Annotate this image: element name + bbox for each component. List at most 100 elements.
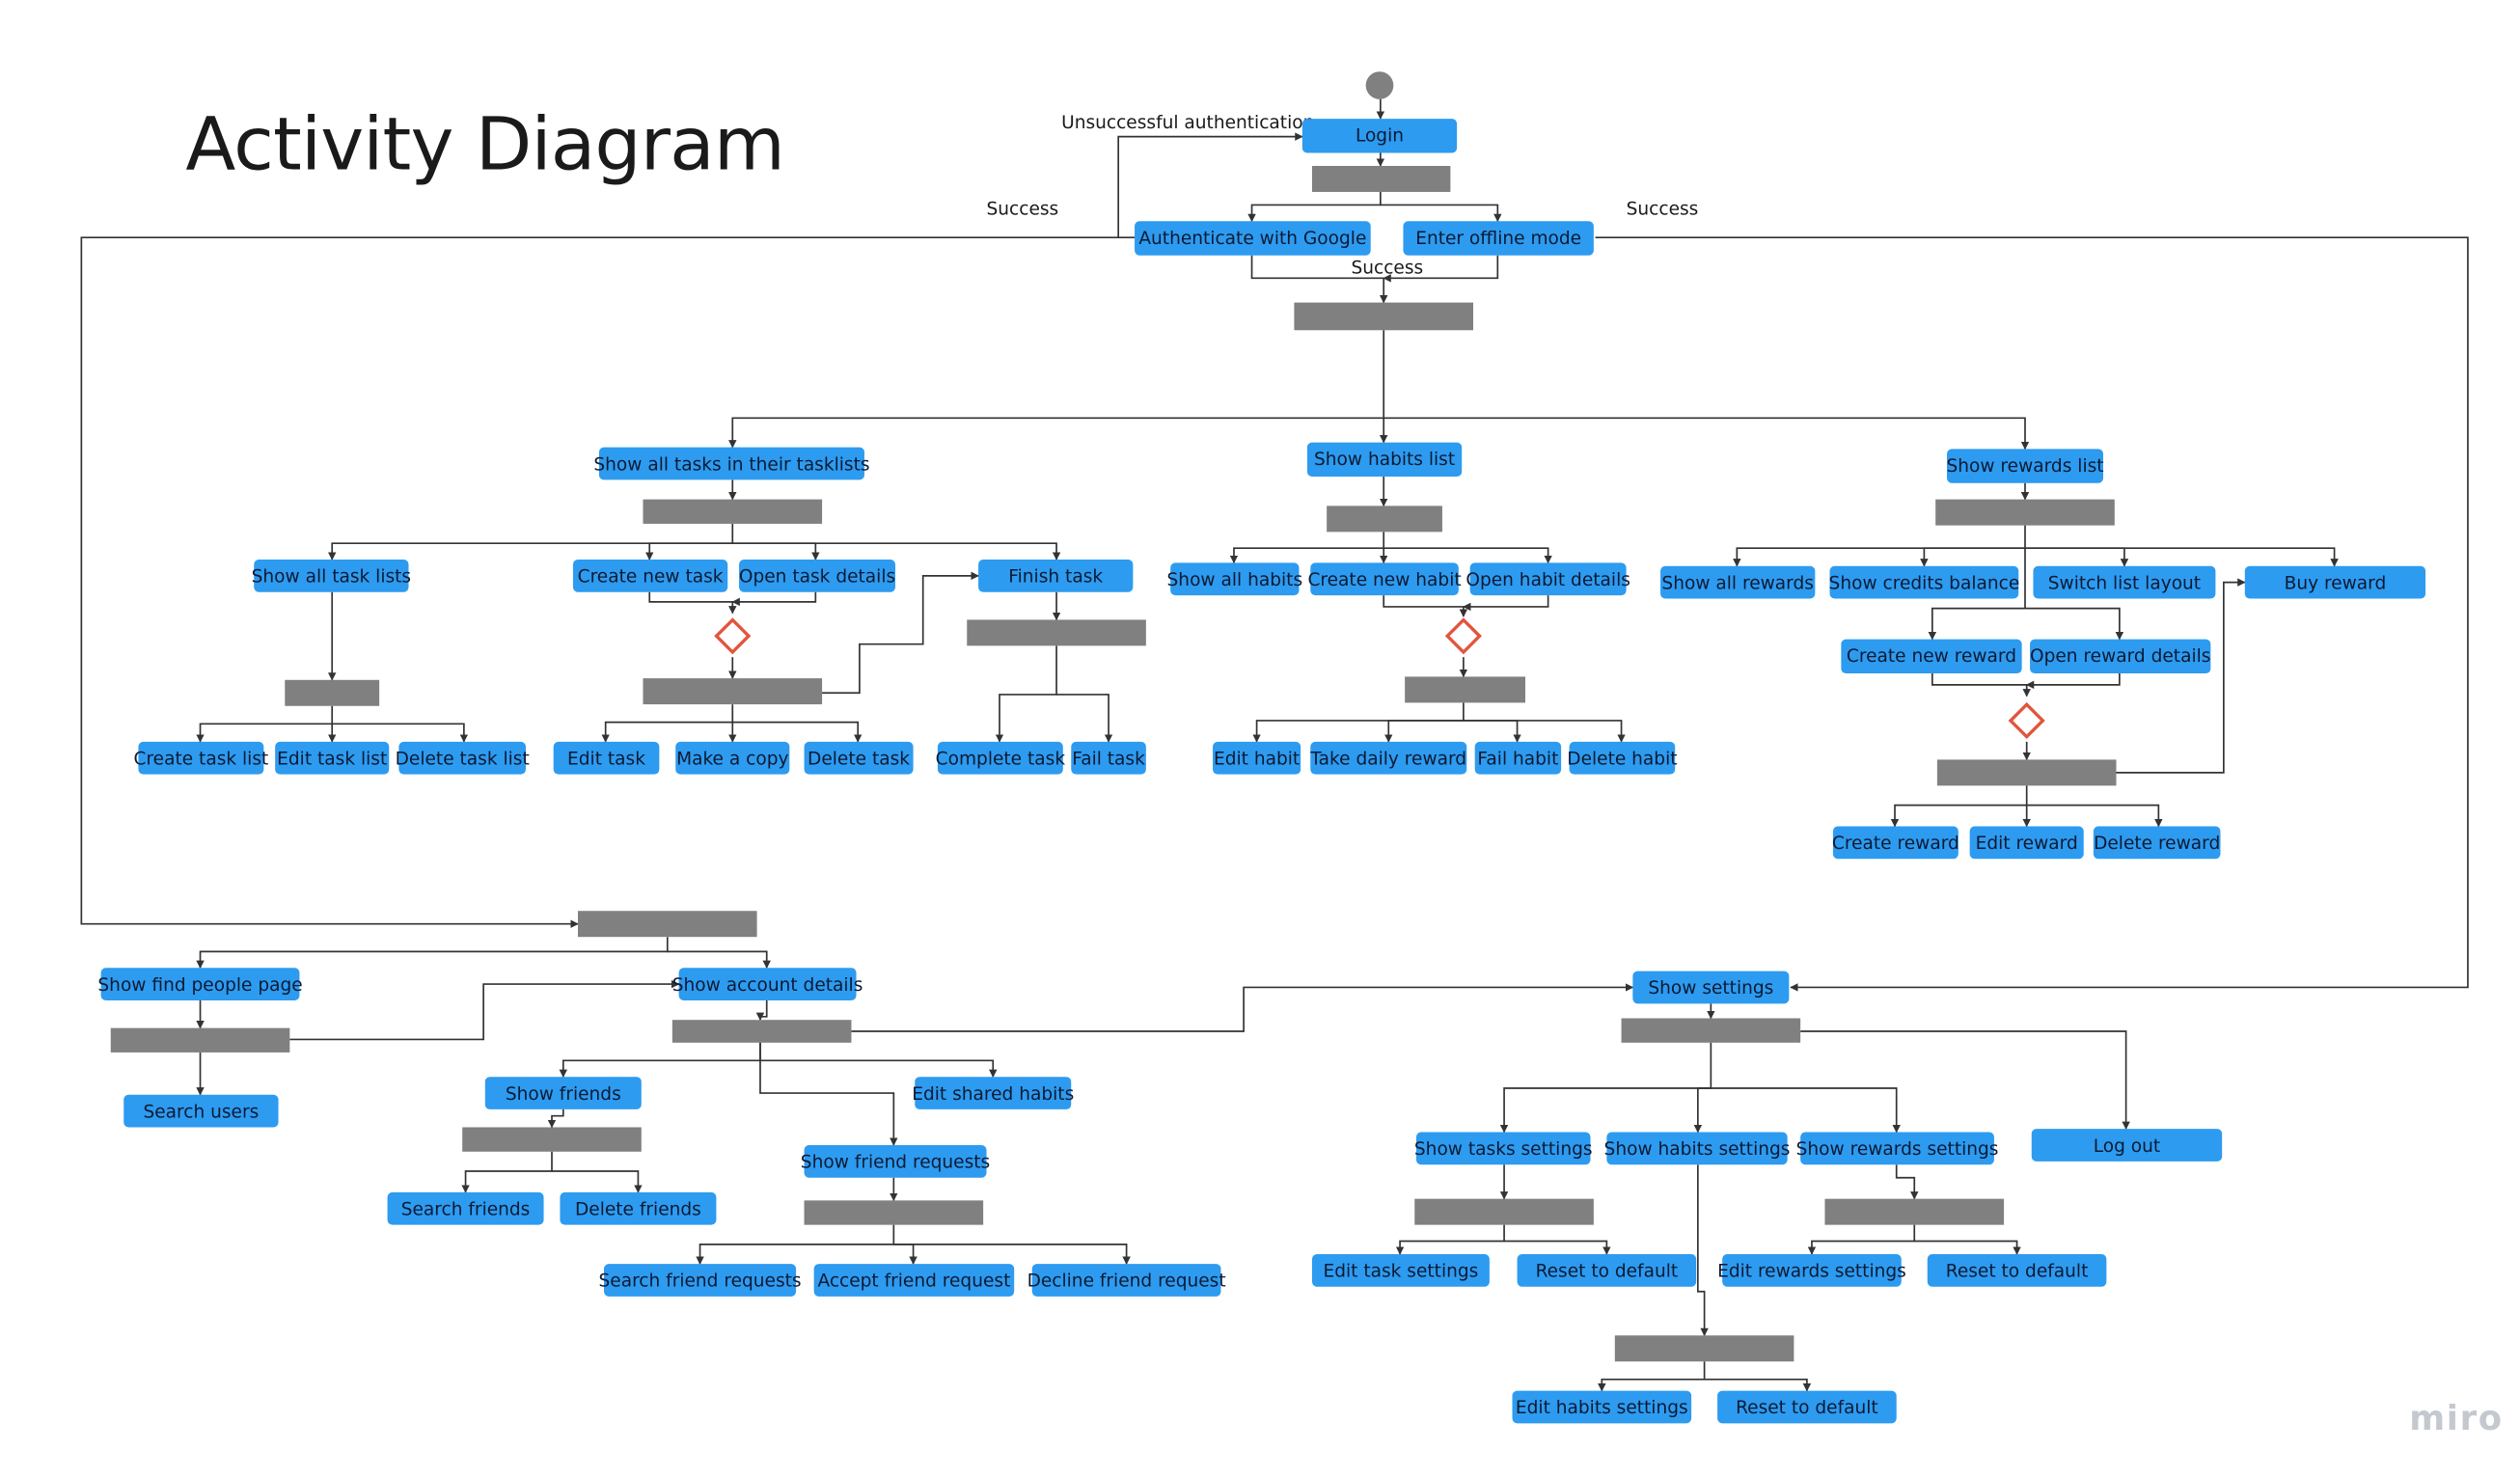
fork-bar-tasks [643, 499, 823, 524]
fork-bar-friends [462, 1127, 642, 1152]
edge-rbar-create [1928, 548, 2026, 641]
fork-bar-habit-actions [1405, 676, 1526, 703]
fork-bar-tasks-settings [1414, 1198, 1594, 1225]
action-show-tasks-settings[interactable]: Show tasks settings [1414, 1132, 1593, 1165]
action-delete-task-list[interactable]: Delete task list [396, 741, 530, 775]
edge-open-dec [731, 591, 817, 607]
edge-rbar2-create [1890, 785, 2028, 828]
action-log-out[interactable]: Log out [2031, 1129, 2223, 1162]
action-show-find-people-page[interactable]: Show find people page [97, 968, 303, 1000]
action-finish-task[interactable]: Finish task [978, 560, 1134, 592]
fork-bar-habits-settings [1614, 1335, 1794, 1362]
action-show-all-task-lists[interactable]: Show all task lists [252, 560, 411, 592]
action-show-credits-balance[interactable]: Show credits balance [1829, 565, 2019, 599]
action-take-daily-reward[interactable]: Take daily reward [1310, 741, 1467, 775]
edge-srbar-edit [1807, 1224, 1916, 1255]
edge-sbar-tasks [1499, 1042, 1712, 1134]
action-show-friends[interactable]: Show friends [484, 1077, 642, 1109]
edge-srbar-reset [1914, 1240, 2021, 1255]
edge-tbar-open [732, 542, 820, 561]
action-edit-rewards-settings[interactable]: Edit rewards settings [1717, 1253, 1906, 1287]
action-edit-reward[interactable]: Edit reward [1969, 826, 2084, 860]
action-edit-shared-habits[interactable]: Edit shared habits [912, 1077, 1074, 1109]
action-show-friend-requests[interactable]: Show friend requests [801, 1145, 990, 1178]
action-edit-task[interactable]: Edit task [553, 741, 660, 775]
edge-ropen-dec [2025, 673, 2121, 690]
action-edit-task-settings[interactable]: Edit task settings [1311, 1253, 1490, 1287]
action-complete-task[interactable]: Complete task [936, 741, 1065, 775]
action-show-account-details[interactable]: Show account details [672, 968, 863, 1000]
action-delete-friends[interactable]: Delete friends [560, 1191, 717, 1225]
action-enter-offline-mode[interactable]: Enter offline mode [1403, 221, 1594, 256]
edge-hopen-dec [1463, 595, 1549, 612]
fork-bar-reward-actions [1936, 759, 2117, 786]
action-decline-friend-request[interactable]: Decline friend request [1027, 1264, 1226, 1297]
edge-fbar-fail [1056, 694, 1113, 743]
action-delete-habit[interactable]: Delete habit [1567, 741, 1678, 775]
action-edit-task-list[interactable]: Edit task list [275, 741, 390, 775]
edge-srewards-bar [1895, 1164, 1919, 1200]
action-create-new-reward[interactable]: Create new reward [1841, 639, 2022, 674]
action-edit-habit[interactable]: Edit habit [1213, 741, 1301, 775]
action-reset-habits-to-default[interactable]: Reset to default [1717, 1390, 1897, 1424]
edge-hbar2-fail [1463, 720, 1521, 743]
action-reset-tasks-to-default[interactable]: Reset to default [1517, 1253, 1697, 1287]
action-open-task-details[interactable]: Open task details [739, 560, 895, 592]
edge-lbar-create [196, 705, 334, 743]
edge-tbar2-finish [822, 571, 979, 695]
action-accept-friend-request[interactable]: Accept friend request [813, 1264, 1015, 1297]
edge-main-tasks [728, 330, 1385, 449]
action-login[interactable]: Login [1301, 119, 1458, 153]
action-search-users[interactable]: Search users [123, 1094, 279, 1128]
action-show-rewards-list[interactable]: Show rewards list [1946, 449, 2104, 483]
action-show-all-rewards[interactable]: Show all rewards [1660, 565, 1816, 599]
action-authenticate-with-google[interactable]: Authenticate with Google [1135, 221, 1371, 256]
action-buy-reward[interactable]: Buy reward [2244, 565, 2426, 599]
label-unsuccessful-authentication: Unsuccessful authentication [1061, 112, 1315, 134]
fork-bar-settings [1621, 1018, 1801, 1043]
action-open-reward-details[interactable]: Open reward details [2030, 639, 2210, 674]
action-show-rewards-settings[interactable]: Show rewards settings [1796, 1132, 1998, 1165]
action-switch-list-layout[interactable]: Switch list layout [2033, 565, 2216, 599]
edge-tbar-finish [732, 542, 1061, 561]
edge-sbar-rewards [1711, 1087, 1901, 1134]
action-search-friends[interactable]: Search friends [387, 1191, 544, 1225]
edge-bar-offline [1380, 204, 1502, 223]
edge-sbar-logout [1800, 1030, 2130, 1130]
edge-tbar-lists [327, 523, 734, 561]
edge-rcreate-dec [1931, 673, 2031, 697]
action-create-new-task[interactable]: Create new task [572, 560, 728, 592]
edge-stbar-reset [1504, 1240, 1611, 1255]
edge-abar-shared [759, 1059, 998, 1079]
action-show-all-tasks[interactable]: Show all tasks in their tasklists [593, 447, 870, 480]
edge-hbar2-delete [1463, 720, 1626, 743]
action-fail-task[interactable]: Fail task [1071, 741, 1146, 775]
edge-create-dec [648, 591, 737, 615]
action-reset-rewards-to-default[interactable]: Reset to default [1927, 1253, 2107, 1287]
edge-rbar-buy [2025, 547, 2339, 567]
action-fail-habit[interactable]: Fail habit [1474, 741, 1562, 775]
edge-sbar-habits [1693, 1087, 1712, 1134]
action-show-habits-list[interactable]: Show habits list [1306, 442, 1463, 478]
edge-frbar-delete [551, 1170, 643, 1193]
action-delete-task[interactable]: Delete task [804, 741, 914, 775]
edge-account-bar [755, 999, 768, 1022]
edge-google-bottom [80, 236, 1136, 928]
label-success-right: Success [1626, 198, 1699, 220]
edge-rbar-open [2025, 607, 2124, 641]
action-show-settings[interactable]: Show settings [1632, 971, 1790, 1004]
edge-hbar-all [1229, 532, 1385, 564]
edge-main-rewards [1383, 417, 2030, 451]
edge-abar-settings [851, 983, 1634, 1032]
action-make-a-copy[interactable]: Make a copy [675, 741, 790, 775]
action-show-all-habits[interactable]: Show all habits [1167, 562, 1302, 596]
action-delete-reward[interactable]: Delete reward [2093, 826, 2221, 860]
action-create-task-list[interactable]: Create task list [133, 741, 268, 775]
action-show-habits-settings[interactable]: Show habits settings [1604, 1132, 1790, 1165]
action-search-friend-requests[interactable]: Search friend requests [599, 1264, 802, 1297]
action-open-habit-details[interactable]: Open habit details [1465, 562, 1630, 596]
action-create-new-habit[interactable]: Create new habit [1307, 562, 1462, 596]
action-create-reward[interactable]: Create reward [1832, 826, 1959, 860]
action-edit-habits-settings[interactable]: Edit habits settings [1512, 1390, 1692, 1424]
edge-rbar2-delete [2026, 804, 2163, 828]
